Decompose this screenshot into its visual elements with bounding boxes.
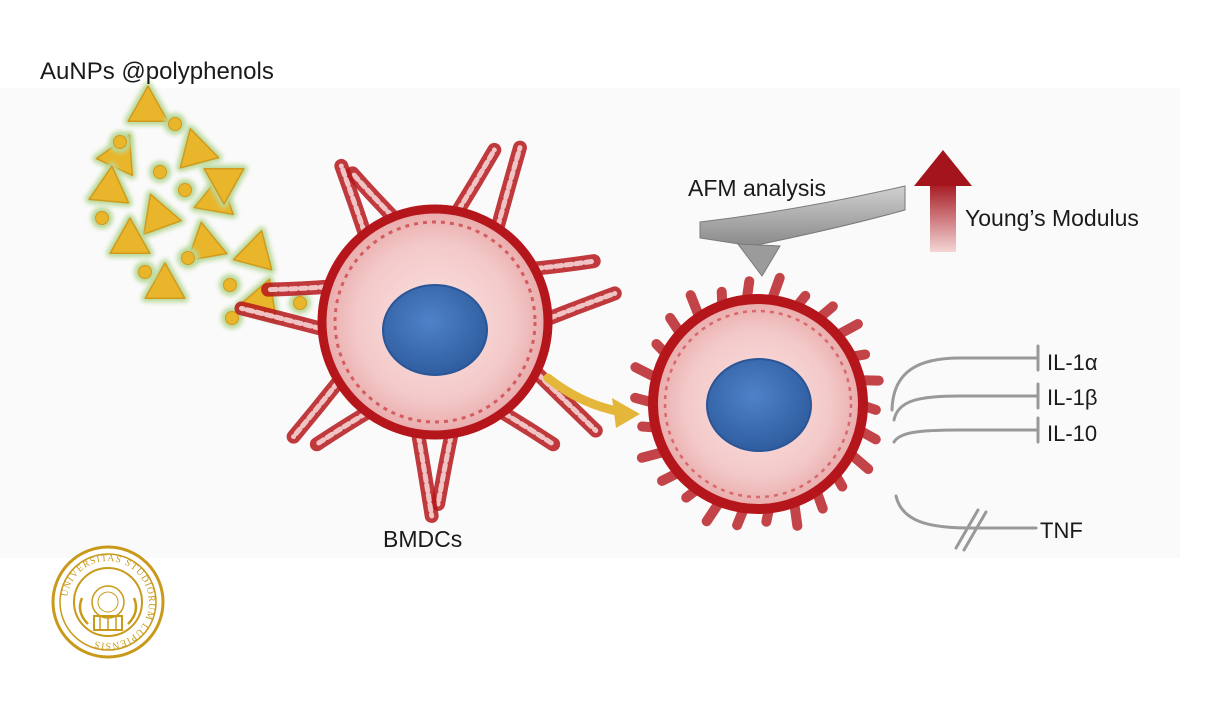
youngs-modulus-label: Young’s Modulus [965,205,1139,231]
bmdc-label: BMDCs [383,526,463,552]
nanoparticle-triangle [106,214,154,258]
il10-label: IL-10 [1047,421,1098,446]
nanoparticle-triangle [229,226,276,274]
il1b-label: IL-1β [1047,385,1098,410]
tnf-break-mark-2 [962,510,988,552]
il1a-inhibition-line [890,356,1040,412]
nanoparticle-label: AuNPs @polyphenols [40,58,274,85]
afm-tip [736,243,781,277]
nanoparticle-sphere [134,261,156,283]
nanoparticle-triangle [124,82,172,126]
nanoparticle-sphere [177,247,199,269]
university-seal: UNIVERSITAS STUDIORUM LUPIENSIS [51,545,165,659]
afm-analysis-label: AFM analysis [688,175,827,201]
afm-cantilever [699,185,906,277]
nanoparticle-sphere [149,161,171,183]
nanoparticle-sphere [91,207,113,229]
dendrite [488,140,527,243]
transition-arrow [543,373,640,428]
il1a-label: IL-1α [1047,350,1098,375]
modulus-up-arrow [914,150,972,252]
dendrite [234,301,338,339]
nanoparticle-sphere [164,113,186,135]
nanoparticle-sphere [174,179,196,201]
nanoparticle-triangle [176,124,223,172]
nanoparticle-triangle [141,259,189,303]
il1b-inhibition-line [892,394,1040,422]
tnf-label: TNF [1040,518,1083,543]
nanoparticle-sphere [289,292,311,314]
treated-cell [630,272,884,531]
nanoparticle-triangle [183,218,231,265]
treated-cell-nucleus [706,358,812,452]
il10-inhibition-line [892,428,1040,444]
cell-nucleus [382,284,488,376]
nanoparticle-sphere [219,274,241,296]
cytokine-lines [890,344,1040,552]
nanoparticle-triangle [200,164,248,208]
dendritic-cell [234,140,622,523]
nanoparticle-sphere [109,131,131,153]
tnf-break-mark-1 [954,508,980,550]
nanoparticle-triangle [85,162,133,207]
nanoparticle-triangle [139,190,186,239]
tnf-line [894,494,1038,530]
